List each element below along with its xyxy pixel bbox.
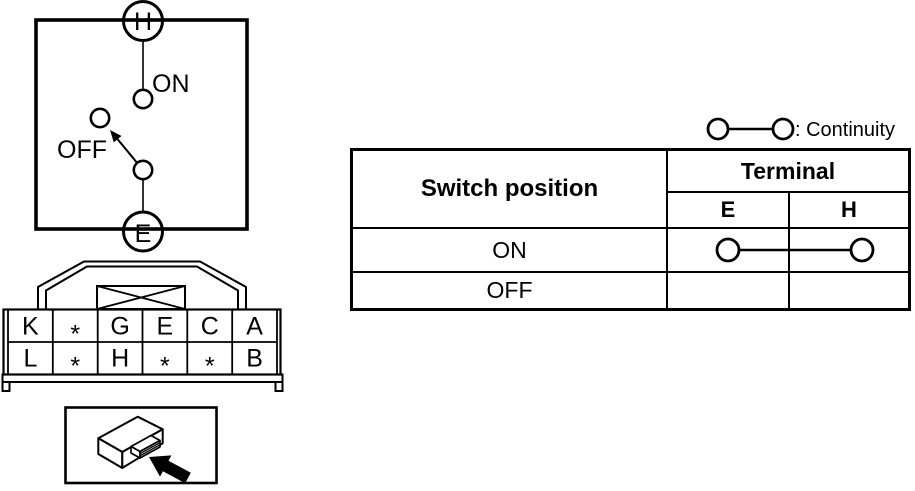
- pin-cell: C: [201, 313, 219, 341]
- insertion-arrow-icon: [149, 455, 191, 484]
- terminal-e-label: E: [135, 220, 152, 248]
- pin-cell: A: [246, 313, 263, 341]
- terminal-h-label: H: [134, 8, 152, 36]
- pin-cell: B: [246, 345, 263, 373]
- pivot-contact-circle: [132, 159, 154, 181]
- row-off-terminal-h-cell: [790, 273, 908, 308]
- housing-outer-line: [37, 260, 247, 309]
- row-on-label: ON: [353, 229, 668, 273]
- connector-view-box: [64, 406, 218, 485]
- connector-foot-left: [1, 381, 11, 392]
- terminal-header: Terminal: [668, 151, 908, 193]
- lock-tab-cross-2: [96, 285, 186, 310]
- housing-inner-line: [45, 265, 239, 309]
- pin-cell: E: [157, 313, 174, 341]
- pin-cell: K: [22, 313, 39, 341]
- lever-line: [116, 138, 138, 163]
- terminal-col-h: H: [790, 193, 908, 229]
- pin-cell: H: [111, 345, 129, 373]
- pin-cell: *: [70, 353, 80, 381]
- legend-circle-icon: [771, 117, 795, 141]
- off-position-label: OFF: [57, 136, 107, 164]
- connector-3d-icon: [97, 415, 164, 469]
- switch-box: [34, 18, 249, 231]
- connector-foot-right: [274, 381, 284, 392]
- pin-cell: G: [110, 313, 129, 341]
- continuity-legend: : Continuity: [695, 112, 915, 146]
- view-box-frame: [64, 406, 218, 485]
- switch-position-header: Switch position: [353, 151, 668, 229]
- row-on-terminal-e-cell: [668, 229, 790, 273]
- continuity-table: Switch position Terminal E H ON OFF: [350, 148, 911, 311]
- connector-pinout: K * G E C A L * H * * B: [1, 260, 284, 392]
- on-position-label: ON: [152, 70, 190, 98]
- pin-cell: L: [23, 345, 37, 373]
- legend-label: : Continuity: [795, 119, 895, 141]
- terminal-col-e: E: [668, 193, 790, 229]
- lever-arrowhead-icon: [110, 130, 122, 143]
- off-contact-circle: [89, 107, 111, 129]
- switch-schematic: H E ON OFF: [34, 0, 249, 253]
- row-on-terminal-h-cell: [790, 229, 908, 273]
- row-off-label: OFF: [353, 273, 668, 308]
- terminal-e-circle: [122, 210, 164, 253]
- switch-and-connector-diagram: H E ON OFF K * G: [1, 0, 284, 485]
- connector-base-rail: [1, 373, 284, 383]
- legend-circle-icon: [706, 117, 730, 141]
- pin-cell: *: [160, 353, 170, 381]
- terminal-h-circle: [122, 0, 164, 42]
- pin-cell: *: [205, 353, 215, 381]
- on-contact-circle: [132, 88, 154, 110]
- pin-cell: *: [70, 321, 80, 349]
- row-off-terminal-e-cell: [668, 273, 790, 308]
